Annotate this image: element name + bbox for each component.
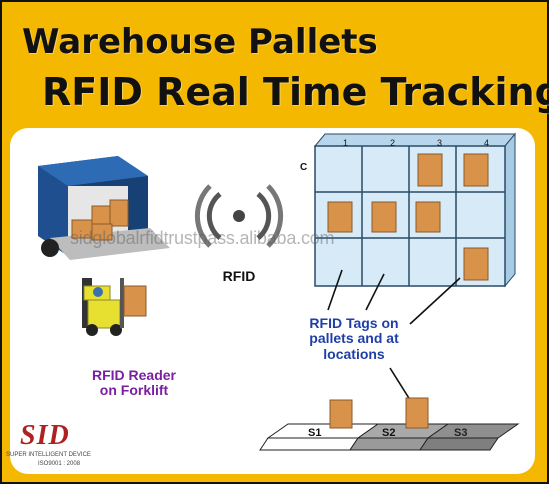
floor-slot-label: S3 <box>454 427 468 439</box>
truck-pallet-box <box>91 205 113 225</box>
rfid-signal-icon: RFID <box>194 184 284 284</box>
rack-pallet-box <box>417 153 443 187</box>
rfid-icon-label: RFID <box>223 268 256 284</box>
floor-slot-label: S2 <box>382 427 396 439</box>
floor-slot-label: S1 <box>308 427 322 439</box>
rfid-tags-label-line: RFID Tags on <box>309 315 399 331</box>
logo-iso: ISO9001 : 2008 <box>38 461 81 467</box>
watermark-text: sidglobalrfidtrustpass.alibaba.com <box>70 228 335 248</box>
rfid-tags-label: RFID Tags on pallets and at locations <box>294 315 414 362</box>
floor-slots <box>259 397 520 451</box>
rack-pallet-box <box>371 201 397 233</box>
title-line-1: Warehouse Pallets <box>22 22 378 62</box>
diagram-panel: RFID <box>10 128 535 474</box>
sid-logo: SID <box>20 420 70 451</box>
storage-rack <box>313 132 517 288</box>
rack-column-label: 1 <box>343 138 349 148</box>
rack-pallet-box <box>327 201 353 233</box>
floor-pallet-box <box>329 399 353 429</box>
truck-pallet-box <box>91 223 113 241</box>
forklift-pallet-box <box>123 285 147 317</box>
truck-illustration <box>38 156 170 260</box>
rfid-reader-label-line: on Forklift <box>99 382 169 399</box>
rack-pallet-box <box>463 153 489 187</box>
logo-tagline: SUPER INTELLIGENT DEVICE <box>6 452 91 458</box>
floor-pallet-box <box>405 397 429 429</box>
rack-pallet-box <box>415 201 441 233</box>
truck-pallet-box <box>109 199 129 227</box>
forklift-illustration <box>82 278 147 336</box>
callout-lines <box>327 269 461 404</box>
rfid-tags-label-line: locations <box>323 345 385 362</box>
title-line-2: RFID Real Time Tracking <box>42 70 549 114</box>
rack-pallet-box <box>463 247 489 281</box>
rfid-tags-label-line: pallets and at <box>309 330 399 347</box>
rfid-reader-label: RFID Reader on Forklift <box>74 367 194 399</box>
rack-column-label: 2 <box>390 138 396 148</box>
warehouse-diagram: RFID <box>38 132 520 451</box>
rack-row-label: C <box>300 162 308 173</box>
rack-column-label: 3 <box>437 138 443 148</box>
rack-column-label: 4 <box>484 138 490 148</box>
rfid-reader-label-line: RFID Reader <box>91 367 177 383</box>
